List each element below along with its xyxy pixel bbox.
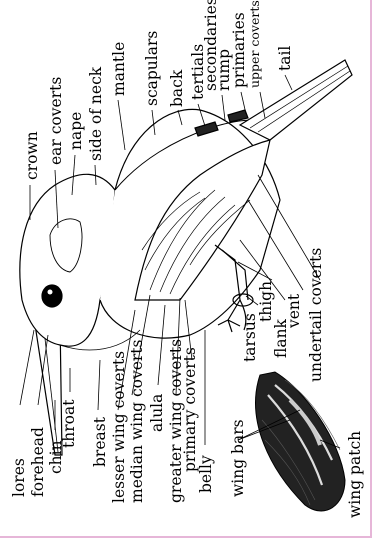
label-nape: nape [67, 112, 85, 150]
eye [42, 285, 62, 307]
label-vent: vent [285, 293, 303, 329]
label-forehead: forehead [29, 427, 47, 497]
label-median-wing-coverts: median wing coverts [128, 339, 146, 503]
label-wing-patch: wing patch [346, 431, 364, 518]
label-primaries: primaries [230, 12, 248, 88]
label-ear-coverts: ear coverts [47, 77, 65, 165]
bird-head [20, 174, 115, 346]
label-thigh: thigh [257, 281, 275, 322]
wing-inset [256, 372, 345, 511]
label-belly: belly [197, 455, 215, 493]
label-throat: throat [60, 399, 78, 448]
label-crown: crown [23, 131, 41, 180]
label-upper-coverts: upper coverts [247, 0, 262, 88]
label-primary-coverts: primary coverts [181, 347, 199, 472]
label-back: back [168, 69, 186, 107]
label-mantle: mantle [110, 42, 128, 96]
label-wing-bars: wing bars [229, 419, 247, 497]
label-side-of-neck: side of neck [87, 66, 105, 161]
label-lesser-wing-coverts: lesser wing coverts [110, 351, 128, 503]
label-breast: breast [91, 416, 109, 467]
label-lores: lores [10, 458, 28, 497]
label-undertail-coverts: undertail coverts [307, 248, 325, 382]
label-alula: alula [148, 394, 166, 432]
label-scapulars: scapulars [143, 31, 161, 106]
label-tail: tail [276, 46, 294, 71]
